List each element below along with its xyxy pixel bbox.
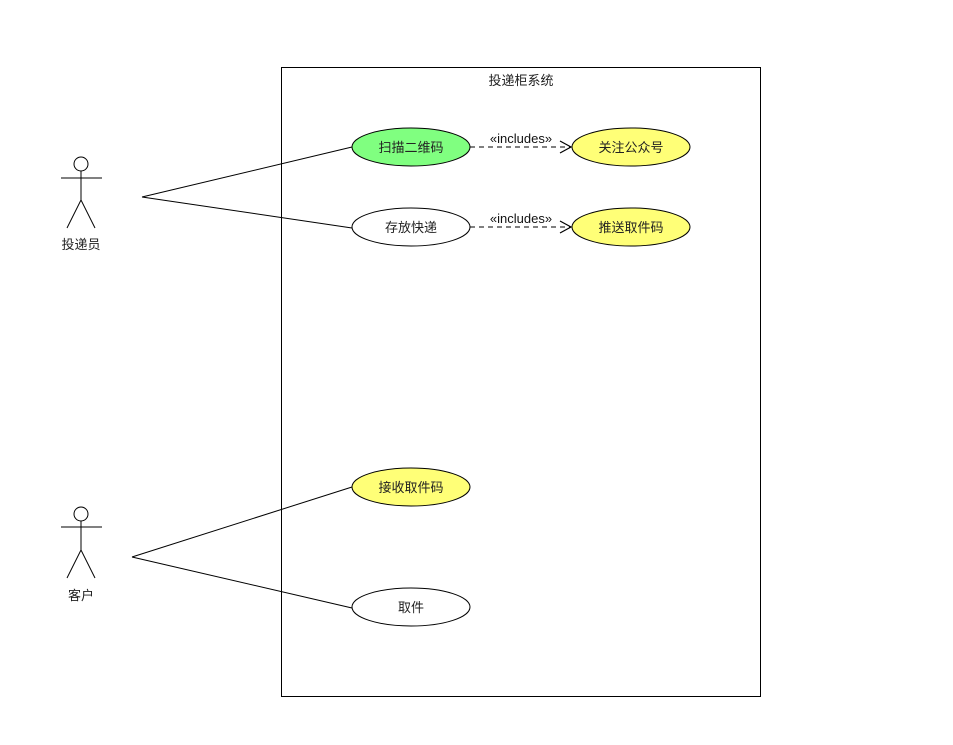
use-case-receive[interactable]: 接收取件码 xyxy=(351,467,471,507)
use-case-label: 扫描二维码 xyxy=(378,141,443,156)
use-case-label: 存放快递 xyxy=(385,221,437,236)
actor-right-leg xyxy=(80,549,96,579)
use-case-push[interactable]: 推送取件码 xyxy=(571,207,691,247)
include-label-store-push: «includes» xyxy=(490,211,552,226)
system-boundary xyxy=(281,67,761,697)
association-courier-scan xyxy=(141,146,353,198)
use-case-label: 推送取件码 xyxy=(598,221,663,236)
use-case-pickup[interactable]: 取件 xyxy=(351,587,471,627)
use-case-ellipse xyxy=(351,467,471,507)
use-case-store[interactable]: 存放快递 xyxy=(351,207,471,247)
actor-left-leg xyxy=(66,199,82,229)
actor-right-leg xyxy=(80,199,96,229)
actor-label: 投递员 xyxy=(61,237,100,253)
actor-courier[interactable]: 投递员 xyxy=(61,156,102,253)
include-label-scan-follow: «includes» xyxy=(490,131,552,146)
association-customer-pickup xyxy=(131,556,353,609)
actor-head xyxy=(73,156,89,172)
actor-customer[interactable]: 客户 xyxy=(61,506,102,604)
association-courier-store xyxy=(141,196,353,229)
actor-left-leg xyxy=(66,549,82,579)
association-customer-receive xyxy=(131,486,353,558)
use-case-ellipse xyxy=(351,127,471,167)
use-case-follow[interactable]: 关注公众号 xyxy=(571,127,691,167)
use-case-ellipse xyxy=(571,127,691,167)
use-case-ellipse xyxy=(351,207,471,247)
system-title: 投递柜系统 xyxy=(488,73,553,89)
use-case-ellipse xyxy=(351,587,471,627)
actor-label: 客户 xyxy=(68,588,94,604)
use-case-scan[interactable]: 扫描二维码 xyxy=(351,127,471,167)
use-case-label: 关注公众号 xyxy=(598,141,663,156)
use-case-ellipse xyxy=(571,207,691,247)
use-case-label: 取件 xyxy=(398,601,424,616)
use-case-label: 接收取件码 xyxy=(378,480,443,496)
actor-head xyxy=(73,506,89,522)
